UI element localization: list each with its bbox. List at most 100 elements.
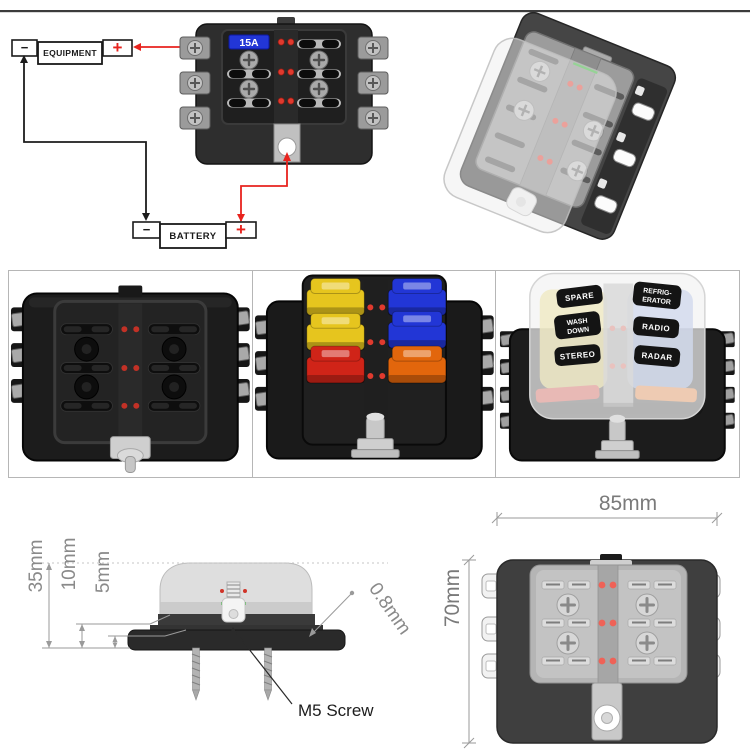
wiring-diagram: − EQUIPMENT + — [11, 17, 389, 249]
top-view-dimension-diagram: 85mm 70mm — [441, 492, 723, 749]
dim-length: 70mm — [441, 569, 464, 627]
led-indicators — [367, 304, 385, 379]
photo-with-cover-art: SPARE REFRIG- ERATOR WASH DOWN RADIO — [499, 272, 736, 462]
fuse-contact — [147, 399, 201, 412]
dim-terminal-thickness: 0.8mm — [364, 579, 415, 639]
positive-battery-wire — [237, 152, 291, 222]
dim-width: 85mm — [599, 492, 657, 515]
m5-screw-leader — [229, 627, 293, 705]
dim-total-height: 35mm — [26, 540, 47, 593]
negative-wire — [20, 55, 150, 221]
svg-text:STEREO: STEREO — [560, 350, 596, 362]
battery-plus-sign: + — [236, 220, 246, 239]
transparent-cover-3d — [443, 37, 617, 234]
terminal-right-1 — [357, 36, 389, 60]
label-radar: RADAR — [634, 345, 681, 368]
photo-empty-block — [9, 271, 253, 477]
fuse-orange — [387, 345, 447, 384]
fuse-contact — [60, 323, 113, 336]
terminal-thickness-leader — [309, 590, 355, 637]
fuse-contact — [227, 69, 271, 79]
panel-screw — [555, 592, 581, 618]
product-photo-strip: SPARE REFRIG- ERATOR WASH DOWN RADIO — [8, 270, 740, 478]
dim-body-height: 10mm — [59, 538, 80, 591]
isometric-view — [443, 11, 677, 240]
fuse-yellow-2 — [305, 312, 365, 351]
label-wash-down: WASH DOWN — [554, 311, 602, 340]
panel-screw — [238, 78, 260, 100]
label-radio: RADIO — [633, 316, 680, 339]
led-column — [274, 30, 298, 124]
photo-with-fuses-art — [254, 274, 494, 460]
fuse-contact — [147, 362, 201, 374]
photo-with-fuses — [253, 271, 497, 477]
panel-screw — [308, 49, 330, 71]
mounting-screw-left — [191, 647, 201, 701]
power-stud — [350, 412, 400, 459]
led-column — [364, 279, 388, 439]
fuse-contact — [227, 98, 271, 108]
svg-text:WASH: WASH — [567, 318, 589, 327]
battery-minus-sign: − — [143, 222, 151, 237]
svg-text:ERATOR: ERATOR — [642, 296, 671, 306]
base-plate — [127, 629, 346, 651]
panel-screw — [308, 78, 330, 100]
top-view-product — [481, 554, 721, 744]
screw-wells — [74, 336, 187, 400]
fuse-rating-label: 15A — [239, 37, 259, 49]
side-view-product — [127, 562, 346, 701]
equipment-plus-box — [102, 39, 133, 57]
svg-text:DOWN: DOWN — [567, 326, 590, 336]
m5-screw-assembly — [220, 581, 247, 623]
led-indicators — [598, 581, 617, 665]
label-spare: SPARE — [556, 284, 604, 308]
fuse-contact — [60, 399, 113, 412]
terminal-left-3 — [179, 106, 211, 130]
fuse-contact — [297, 98, 341, 108]
top-divider-rule — [0, 10, 750, 13]
photo-empty-block-art — [10, 285, 251, 473]
equipment-plus-sign: + — [113, 38, 123, 57]
fuse-15a: 15A — [228, 34, 270, 50]
svg-text:RADIO: RADIO — [642, 322, 671, 333]
led-indicators — [121, 326, 140, 409]
side-view-dimension-diagram: 35mm 10mm 5mm 0.8mm M5 Screw — [26, 538, 415, 720]
equipment-minus-sign: − — [21, 40, 29, 55]
fuse-yellow-1 — [305, 278, 365, 316]
fuse-contact — [147, 323, 201, 336]
label-refrigerator: REFRIG- ERATOR — [633, 281, 682, 310]
mounting-screw-right — [263, 647, 273, 701]
equipment-box — [37, 41, 103, 65]
dim-base-height: 5mm — [93, 551, 114, 593]
fuse-contact — [60, 362, 113, 374]
terminal-right-3 — [357, 106, 389, 130]
svg-text:SPARE: SPARE — [565, 291, 595, 303]
equipment-label: EQUIPMENT — [43, 48, 97, 58]
terminal-left-1 — [179, 36, 211, 60]
top-section: − EQUIPMENT + — [0, 10, 750, 249]
battery-plus-box — [225, 221, 257, 239]
label-stereo: STEREO — [554, 344, 602, 367]
fuse-box-front-view: 15A — [179, 17, 389, 165]
fuse-blue-1 — [387, 278, 447, 316]
fuse-blue-2 — [387, 310, 447, 349]
photo-with-cover: SPARE REFRIG- ERATOR WASH DOWN RADIO — [496, 271, 739, 477]
panel-screw — [555, 630, 581, 656]
panel-screw — [634, 630, 660, 656]
width-dimension-line — [491, 512, 723, 526]
panel-screw — [634, 592, 660, 618]
fuse-contact — [297, 39, 341, 49]
dimension-arrowheads — [46, 563, 118, 648]
svg-text:REFRIG-: REFRIG- — [643, 287, 673, 297]
length-dimension-line — [462, 554, 476, 749]
terminal-right-2 — [357, 71, 389, 95]
power-stud — [109, 436, 151, 473]
battery-label: BATTERY — [169, 231, 216, 242]
svg-text:RADAR: RADAR — [642, 351, 674, 363]
top-clip — [118, 285, 143, 298]
stud-hole — [601, 712, 613, 724]
fuse-contact — [297, 69, 341, 79]
terminal-left-2 — [179, 71, 211, 95]
power-stud — [595, 414, 641, 460]
